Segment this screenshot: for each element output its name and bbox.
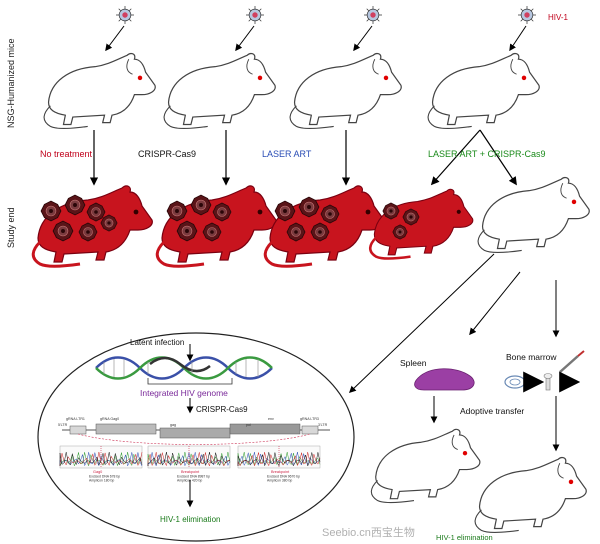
track-label-3: gRNA Gag0 — [100, 417, 119, 421]
mouse-recipient-1 — [370, 428, 481, 504]
spleen-organ — [414, 368, 475, 391]
condition-label-1: No treatment — [40, 149, 93, 159]
crispr-inset-label: CRISPR-Cas9 — [196, 405, 248, 414]
track-label-4: gag — [170, 423, 176, 427]
mouse-cured — [477, 176, 590, 254]
svg-text:Excised DNA 8987 bp: Excised DNA 8987 bp — [177, 475, 210, 479]
svg-text:Amplicon 380 bp: Amplicon 380 bp — [267, 479, 292, 483]
track-label-7: gRNA LTR3 — [300, 417, 319, 421]
adoptive-transfer-label: Adoptive transfer — [460, 406, 524, 416]
row-label-top: NSG-Humanized mice — [6, 38, 16, 128]
svg-text:Breakpoint: Breakpoint — [271, 470, 290, 474]
row-label-bottom: Study end — [6, 207, 16, 248]
virus-icon-1 — [116, 6, 134, 24]
bone-marrow-icons — [504, 350, 585, 393]
svg-text:Excised DNA 678 bp: Excised DNA 678 bp — [89, 475, 120, 479]
condition-label-4: LASER ART + CRISPR-Cas9 — [428, 149, 545, 159]
mouse-infected-4 — [368, 188, 475, 260]
track-label-6: env — [268, 417, 274, 421]
mouse-recipient-2 — [474, 456, 587, 534]
mouse-initial-1 — [43, 52, 156, 130]
mouse-initial-3 — [289, 52, 402, 130]
virus-icon-4 — [518, 6, 536, 24]
condition-label-3: LASER ART — [262, 149, 312, 159]
condition-label-2: CRISPR-Cas9 — [138, 149, 196, 159]
virus-label: HIV-1 — [548, 13, 569, 22]
final-elimination-label: HIV-1 elimination — [436, 533, 493, 542]
svg-text:Breakpoint: Breakpoint — [181, 470, 200, 474]
spleen-label: Spleen — [400, 358, 427, 368]
svg-text:Amplicon 180 bp: Amplicon 180 bp — [89, 479, 114, 483]
virus-icon-3 — [364, 6, 382, 24]
genome-label: Integrated HIV genome — [140, 388, 228, 398]
dna-helix — [95, 356, 273, 380]
track-label-1: 5'LTR — [58, 423, 68, 427]
watermark: Seebio.cn西宝生物 — [322, 525, 415, 539]
svg-text:Excised DNA 9670 bp: Excised DNA 9670 bp — [267, 475, 300, 479]
track-labels: 5'LTR gRNA LTR1 gRNA Gag0 gag pol env gRNA LTR… — [58, 417, 328, 427]
condition-labels: No treatment CRISPR-Cas9 LASER ART LASER AR… — [40, 149, 545, 159]
genome-track — [62, 423, 330, 445]
mouse-initial-4 — [427, 52, 540, 130]
mouse-initial-2 — [163, 52, 276, 130]
track-label-2: gRNA LTR1 — [66, 417, 85, 421]
inset-ellipse — [37, 332, 355, 542]
svg-text:Gag0: Gag0 — [93, 470, 102, 474]
track-label-5: pol — [246, 423, 251, 427]
virus-icon-2 — [246, 6, 264, 24]
inset-elimination-label: HIV-1 elimination — [160, 515, 220, 524]
bone-marrow-label: Bone marrow — [506, 352, 557, 362]
latent-label: Latent infection — [130, 338, 184, 347]
track-label-8: 3'LTR — [318, 423, 328, 427]
